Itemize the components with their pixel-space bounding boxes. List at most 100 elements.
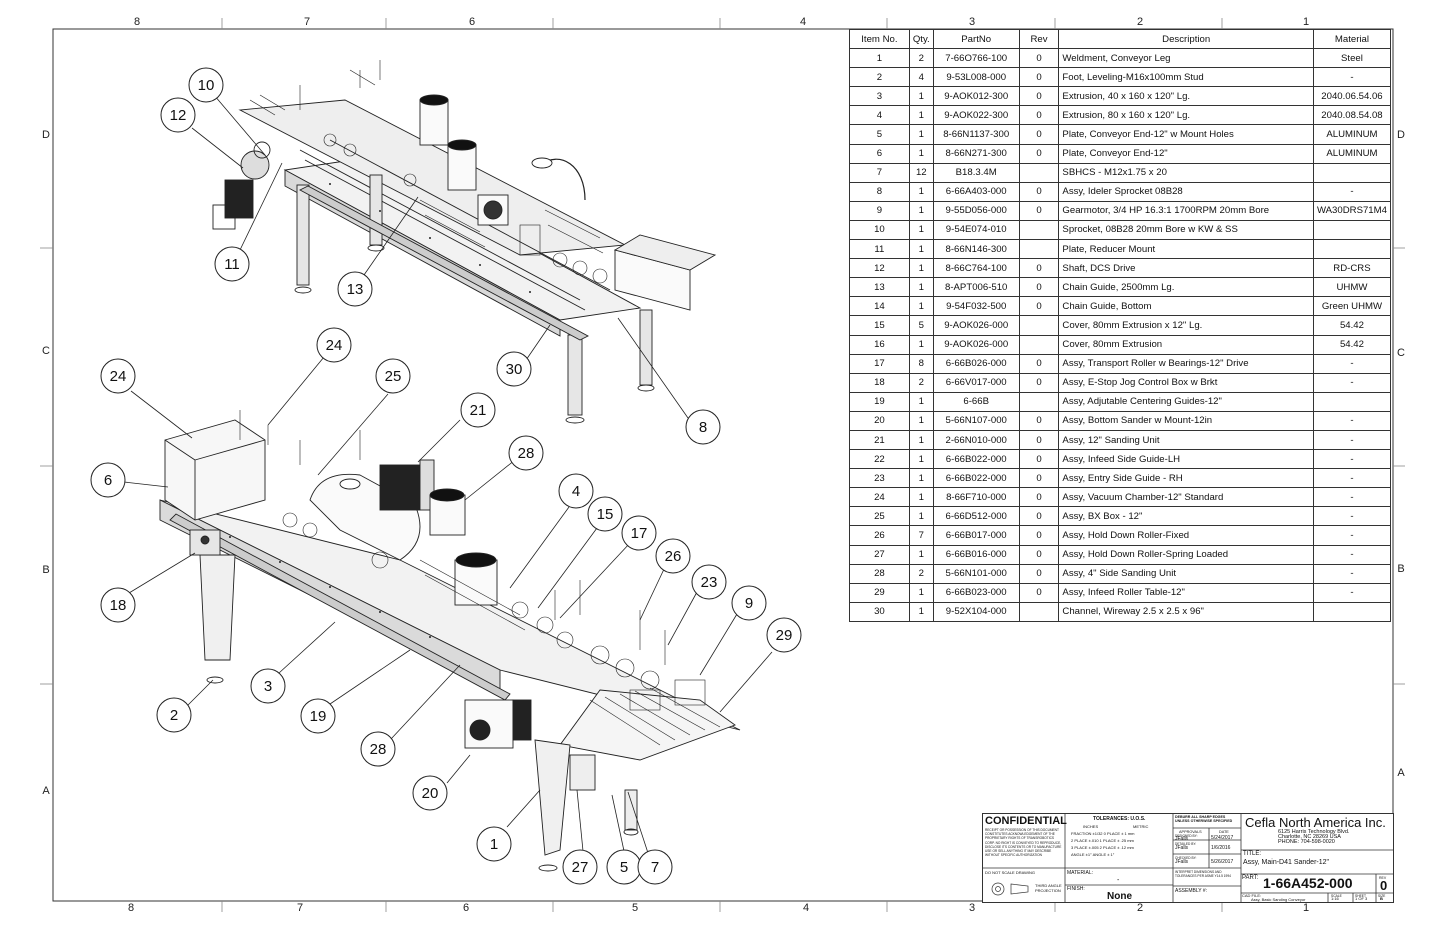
zone-label: 4 [803,902,809,914]
bom-cell-part: 6-66B022-000 [932,449,1020,470]
bom-cell-part: 8-66N1137-300 [932,124,1020,145]
bom-cell-item: 6 [849,143,910,164]
bill-of-materials-table: Item No. Qty. PartNo Rev Description Mat… [849,28,1392,622]
bom-cell-mat [1312,601,1392,622]
balloon-label: 4 [572,483,580,500]
bom-cell-rev: 0 [1018,105,1060,126]
balloon [655,538,691,574]
bom-cell-part: 6-66A403-000 [932,181,1020,202]
bom-cell-rev: 0 [1018,277,1060,298]
bom-cell-part: 8-66C764-100 [932,258,1020,279]
balloon-label: 13 [347,281,364,298]
balloon-label: 7 [651,859,659,876]
bom-cell-desc: Assy, Adjutable Centering Guides-12" [1058,391,1314,412]
bom-cell-qty: 1 [908,277,934,298]
zone-label: 1 [1303,16,1309,28]
zone-label: 6 [463,902,469,914]
material-label: MATERIAL: [1067,870,1094,876]
balloon [300,698,336,734]
title-block-grid [983,814,1393,902]
bom-cell-item: 24 [849,487,910,508]
bom-cell-item: 1 [849,48,910,69]
company-name: Cefla North America Inc. [1245,815,1386,830]
approvals-label: APPROVALS [1179,830,1202,834]
bom-cell-rev: 0 [1018,525,1060,546]
bom-cell-desc: Cover, 80mm Extrusion [1058,334,1314,355]
designed-by: JFalls [1175,836,1189,842]
size-label: SIZE [1378,894,1386,898]
finish-label: FINISH: [1067,886,1085,892]
bom-cell-rev: 0 [1018,468,1060,489]
balloon-label: 9 [745,595,753,612]
bom-cell-qty: 1 [908,219,934,241]
bom-cell-desc: Assy, E-Stop Jog Control Box w Brkt [1058,372,1314,393]
bom-cell-rev [1018,334,1060,355]
scale-label: SCALE [1331,894,1342,898]
bom-cell-item: 29 [849,582,910,603]
bom-cell-desc: Plate, Conveyor End-12" [1058,143,1314,164]
bom-cell-mat: - [1312,449,1392,470]
balloon [731,585,767,621]
bom-cell-qty: 12 [908,162,934,183]
zone-label: B [42,564,49,576]
bom-cell-item: 12 [849,258,910,279]
bom-cell-desc: Channel, Wireway 2.5 x 2.5 x 96" [1058,601,1314,622]
zone-label: A [1397,767,1405,779]
bom-cell-item: 23 [849,468,910,489]
bom-cell-part: 6-66D512-000 [932,506,1020,527]
bom-cell-qty: 1 [908,429,934,451]
bom-cell-qty: 2 [908,563,934,584]
bom-cell-qty: 1 [908,544,934,565]
bom-cell-qty: 7 [908,525,934,546]
bom-cell-qty: 1 [908,487,934,508]
bom-cell-qty: 2 [908,48,934,69]
bom-cell-item: 27 [849,544,910,565]
balloon-label: 19 [310,708,327,725]
zone-label: 2 [1137,902,1143,914]
designed-by-label: DESIGNED BY: [1175,834,1198,838]
balloon [685,409,721,445]
bom-cell-part: 6-66B016-000 [932,544,1020,565]
balloon-labels: 10 12 11 13 30 8 24 24 25 21 28 6 18 4 1… [104,77,793,876]
bom-cell-part: B18.3.4M [932,162,1020,183]
confidential-label: CONFIDENTIAL [985,815,1067,827]
bom-cell-desc: Gearmotor, 3/4 HP 16.3:1 1700RPM 20mm Bo… [1058,200,1314,221]
bom-cell-mat: ALUMINUM [1312,124,1392,145]
balloon [90,462,126,498]
bom-cell-desc: Assy, Entry Side Guide - RH [1058,468,1314,489]
balloon [460,392,496,428]
bom-cell-item: 5 [849,124,910,145]
bom-cell-qty: 1 [908,181,934,202]
zone-labels: 8 7 6 4 3 2 1 8 7 6 5 4 3 2 1 D C B A D … [42,16,1405,914]
bom-cell-part: 9-55D056-000 [932,200,1020,221]
balloon [375,358,411,394]
bom-cell-part: 8-66N271-300 [932,143,1020,164]
tolerance-line: 2 PLACE ±.010 1 PLACE ± .25 mm [1071,838,1134,843]
balloon-label: 28 [518,445,535,462]
balloon-label: 20 [422,785,439,802]
balloon [558,473,594,509]
bom-cell-mat: - [1312,429,1392,451]
checked-by-label: CHECKED BY: [1175,856,1197,860]
zone-label: 3 [969,16,975,28]
zone-label: B [1397,563,1404,575]
bom-cell-qty: 1 [908,200,934,221]
bom-cell-mat [1312,391,1392,412]
balloon [100,587,136,623]
bom-cell-desc: Chain Guide, 2500mm Lg. [1058,277,1314,298]
bom-cell-item: 14 [849,296,910,317]
top-isometric-view [212,60,717,424]
zone-label: 8 [134,16,140,28]
checked-by: JFalls [1175,859,1189,865]
bom-cell-qty: 1 [908,468,934,489]
bom-cell-mat: Steel [1312,48,1392,69]
